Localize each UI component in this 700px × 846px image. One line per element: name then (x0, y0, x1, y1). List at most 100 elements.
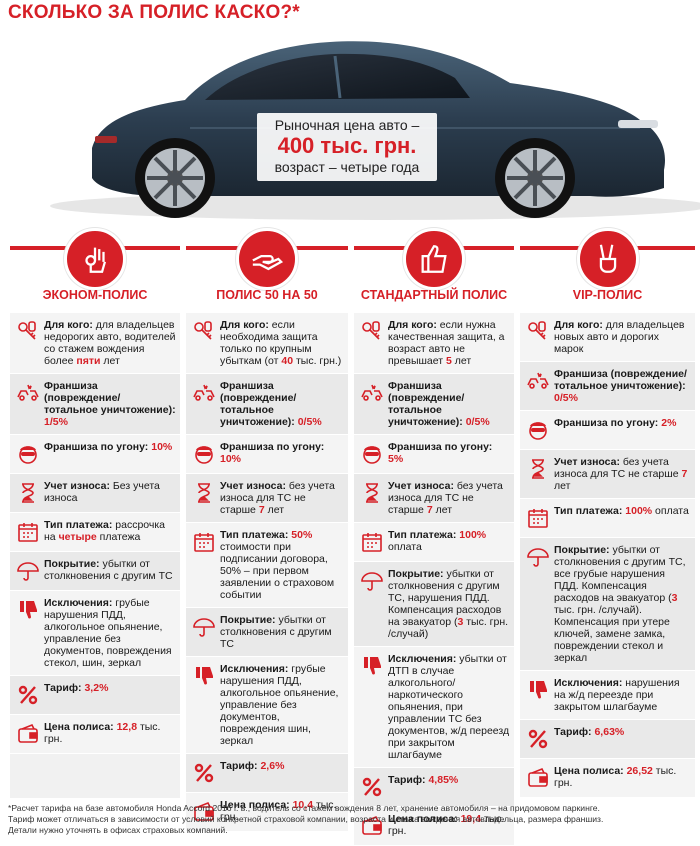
row-highlight: 3 (671, 592, 678, 604)
row-description: рассрочка на (44, 519, 166, 543)
row-label: Исключения: (220, 663, 289, 675)
row-highlight: 0/5% (554, 392, 578, 404)
row-text: Франшиза (повреждение/ тотальное уничтож… (388, 380, 510, 428)
hourglass-icon (188, 480, 220, 506)
row-label: Тип платежа: (44, 519, 113, 531)
row-text: Исключения: грубые нарушения ПДД, алкого… (44, 597, 176, 669)
row-tail: тыс. грн. (220, 799, 337, 823)
row-label: Покрытие: (44, 558, 100, 570)
row-highlight: 3 (457, 616, 464, 628)
price-label: Рыночная цена авто – (274, 117, 420, 133)
row-tail: лет (100, 355, 120, 367)
row-label: Франшиза по угону: (554, 417, 659, 429)
policy-details: Для кого: если нужна качественная защита… (354, 313, 514, 846)
car-keys-icon (12, 319, 44, 345)
percent-icon (522, 726, 554, 752)
policy-row: Цена полиса: 10,4 тыс. грн. (186, 793, 348, 832)
row-description: нарушения на ж/д переезде при закрытом ш… (554, 677, 680, 713)
row-label: Цена полиса: (388, 813, 458, 825)
open-hand-icon (236, 228, 298, 290)
row-text: Покрытие: убытки от столкновения с други… (554, 544, 691, 664)
umbrella-icon (356, 568, 388, 594)
policy-row: Франшиза по угону: 5% (354, 435, 514, 474)
policy-row: Франшиза (повреждение/ тотальное уничтож… (186, 374, 348, 435)
row-description: убытки от столкновения с другим ТС (220, 614, 332, 650)
market-price-box: Рыночная цена авто – 400 тыс. грн. возра… (257, 113, 437, 181)
row-description: грубые нарушения ПДД, алкогольное опьяне… (220, 663, 339, 747)
row-text: Тариф: 3,2% (44, 682, 108, 694)
policy-row: Исключения: нарушения на ж/д переезде пр… (520, 671, 695, 720)
row-text: Франшиза по угону: 10% (220, 441, 344, 465)
row-label: Франшиза (повреждение/ тотальное уничтож… (554, 368, 687, 392)
row-highlight: 2,6% (260, 760, 285, 772)
row-label: Цена полиса: (44, 721, 114, 733)
row-text: Франшиза (повреждение/ тотальное уничтож… (220, 380, 344, 428)
row-label: Цена полиса: (554, 765, 624, 777)
row-text: Для кого: для владельцев недорогих авто,… (44, 319, 176, 367)
car-keys-icon (188, 319, 220, 345)
row-label: Учет износа: (554, 456, 620, 468)
row-highlight: 4,85% (428, 774, 459, 786)
policy-row: Учет износа: Без учета износа (10, 474, 180, 513)
row-text: Цена полиса: 26,52 тыс. грн. (554, 765, 691, 789)
row-label: Тариф: (388, 774, 426, 786)
row-label: Цена полиса: (220, 799, 290, 811)
row-description: без учета износа для ТС не старше (388, 480, 503, 516)
calendar-icon (356, 529, 388, 555)
wallet-icon (188, 799, 220, 825)
row-text: Франшиза (повреждение/ тотальное уничтож… (554, 368, 691, 404)
row-label: Для кого: (388, 319, 437, 331)
row-highlight: 7 (681, 468, 688, 480)
policy-row: Учет износа: без учета износа для ТС не … (520, 450, 695, 499)
policy-row: Франшиза (повреждение/ тотальное уничтож… (354, 374, 514, 435)
row-label: Тип платежа: (388, 529, 457, 541)
row-label: Франшиза по угону: (388, 441, 493, 453)
thief-icon (522, 417, 554, 443)
policy-row: Покрытие: убытки от столкновения с други… (354, 562, 514, 647)
row-label: Тип платежа: (220, 529, 289, 541)
policy-row: Франшиза (повреждение/ тотальное уничтож… (520, 362, 695, 411)
wallet-icon (12, 721, 44, 747)
row-text: Цена полиса: 10,4 тыс. грн. (220, 799, 344, 823)
row-text: Исключения: нарушения на ж/д переезде пр… (554, 677, 691, 713)
policy-row: Учет износа: без учета износа для ТС не … (186, 474, 348, 523)
row-text: Для кого: для владельцев новых авто и до… (554, 319, 691, 355)
policy-row: Покрытие: убытки от столкновения с други… (186, 608, 348, 657)
row-text: Покрытие: убытки от столкновения с други… (388, 568, 510, 640)
row-text: Для кого: если нужна качественная защита… (388, 319, 510, 367)
umbrella-icon (12, 558, 44, 584)
row-highlight: 0/5% (465, 416, 490, 428)
row-tail: стоимости при подписании договора, 50% –… (220, 541, 335, 601)
row-description: если необходима защита только по крупным… (220, 319, 318, 367)
victory-hand-icon (576, 228, 639, 290)
row-text: Тип платежа: 100% оплата (554, 505, 689, 517)
row-tail: тыс. грн.) (293, 355, 342, 367)
row-label: Тариф: (220, 760, 258, 772)
row-label: Учет износа: (44, 480, 110, 492)
thief-icon (12, 441, 44, 467)
policy-row: Франшиза по угону: 10% (186, 435, 348, 474)
policy-row: Для кого: если необходима защита только … (186, 313, 348, 374)
percent-icon (12, 682, 44, 708)
row-tail: лет (451, 355, 472, 367)
wallet-icon (522, 765, 554, 791)
row-tail: тыс. грн. /случай) (388, 616, 509, 640)
row-label: Тип платежа: (554, 505, 623, 517)
row-highlight: 3,2% (84, 682, 109, 694)
row-highlight: 10% (151, 441, 173, 453)
row-text: Покрытие: убытки от столкновения с други… (44, 558, 176, 582)
hourglass-icon (356, 480, 388, 506)
row-tail: тыс. грн. (44, 721, 161, 745)
price-value: 400 тыс. грн. (277, 133, 417, 158)
wallet-icon (356, 813, 388, 839)
row-label: Учет износа: (220, 480, 286, 492)
row-text: Франшиза по угону: 10% (44, 441, 172, 453)
row-text: Франшиза по угону: 2% (554, 417, 676, 429)
page-title: СКОЛЬКО ЗА ПОЛИС КАСКО?* (8, 2, 300, 23)
thief-icon (188, 441, 220, 467)
row-highlight: 6,63% (594, 726, 625, 738)
row-label: Учет износа: (388, 480, 454, 492)
